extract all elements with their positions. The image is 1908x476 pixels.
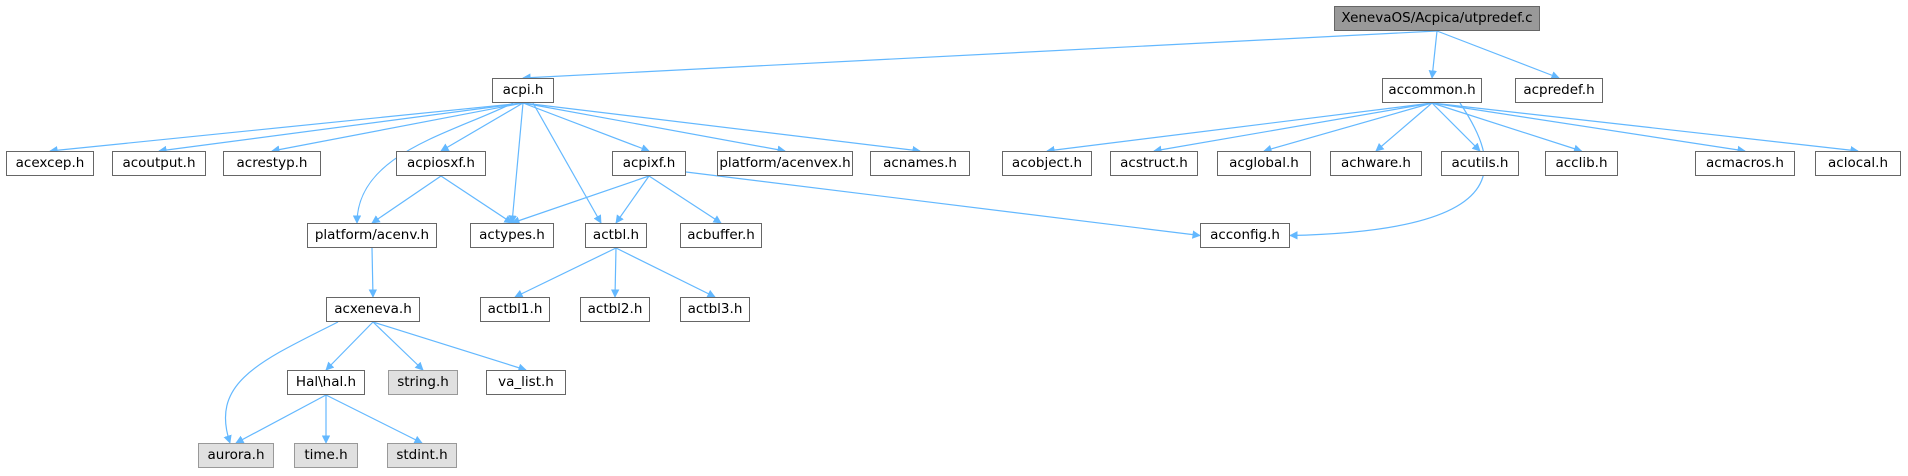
edge-acpi-to-acenv bbox=[352, 102, 514, 224]
edge-acpi-to-acpiosxf bbox=[440, 102, 524, 152]
edge-utpredef-to-acpi bbox=[522, 30, 1438, 82]
node-acclib[interactable]: acclib.h bbox=[1545, 151, 1618, 176]
node-actbl3[interactable]: actbl3.h bbox=[680, 297, 750, 322]
edge-acpi-to-actbl bbox=[532, 102, 602, 224]
edge-accommon-to-acstruct bbox=[1153, 102, 1433, 154]
edge-acpi-to-acnames bbox=[522, 102, 921, 155]
edge-actbl-to-actbl3 bbox=[615, 247, 716, 298]
node-acglobal[interactable]: acglobal.h bbox=[1217, 151, 1311, 176]
node-accommon[interactable]: accommon.h bbox=[1382, 78, 1482, 103]
edge-accommon-to-acclib bbox=[1431, 102, 1583, 153]
edge-acpi-to-acexcep bbox=[49, 102, 524, 155]
node-utpredef[interactable]: XenevaOS/Acpica/utpredef.c bbox=[1334, 6, 1540, 31]
edge-acpi-to-acenvex bbox=[522, 102, 786, 154]
edge-acpiosxf-to-actypes bbox=[440, 175, 513, 224]
edge-accommon-to-acglobal bbox=[1263, 102, 1433, 153]
edge-acpixf-to-actypes bbox=[511, 175, 650, 225]
node-hal-h[interactable]: Hal\hal.h bbox=[287, 370, 365, 395]
node-time-h[interactable]: time.h bbox=[294, 443, 358, 468]
edge-acpi-to-acoutput bbox=[158, 102, 524, 155]
edge-accommon-to-aclocal bbox=[1431, 102, 1859, 155]
edge-acxeneva-to-halh bbox=[325, 321, 374, 371]
edge-acpixf-to-acconfig bbox=[685, 171, 1201, 239]
node-va-list-h[interactable]: va_list.h bbox=[486, 370, 566, 395]
node-acoutput[interactable]: acoutput.h bbox=[112, 151, 206, 176]
node-acpredef[interactable]: acpredef.h bbox=[1515, 78, 1603, 103]
node-acrestyp[interactable]: acrestyp.h bbox=[223, 151, 321, 176]
edge-acxeneva-to-aurora bbox=[223, 321, 339, 444]
edge-accommon-to-acconfig bbox=[1289, 102, 1486, 240]
node-actypes[interactable]: actypes.h bbox=[470, 223, 554, 248]
edge-actbl-to-actbl2 bbox=[610, 247, 620, 298]
node-aclocal[interactable]: aclocal.h bbox=[1815, 151, 1901, 176]
edge-utpredef-to-accommon bbox=[1428, 30, 1438, 79]
edge-acpixf-to-acbuffer bbox=[648, 175, 722, 224]
edge-acpi-to-acpixf bbox=[522, 102, 650, 153]
node-achware[interactable]: achware.h bbox=[1330, 151, 1422, 176]
edge-acxeneva-to-valist bbox=[372, 321, 527, 372]
node-actbl1[interactable]: actbl1.h bbox=[480, 297, 550, 322]
edge-accommon-to-acobject bbox=[1046, 102, 1433, 155]
node-stdint-h[interactable]: stdint.h bbox=[387, 443, 457, 468]
node-acpixf[interactable]: acpixf.h bbox=[612, 151, 686, 176]
edge-acpi-to-acrestyp bbox=[271, 102, 524, 154]
edge-acenv-to-acxeneva bbox=[368, 247, 378, 298]
node-string-h[interactable]: string.h bbox=[388, 370, 458, 395]
node-acbuffer[interactable]: acbuffer.h bbox=[680, 223, 762, 248]
edge-utpredef-to-acpredef bbox=[1436, 30, 1560, 80]
edge-accommon-to-acmacros bbox=[1431, 102, 1746, 155]
node-acobject[interactable]: acobject.h bbox=[1002, 151, 1092, 176]
node-actbl[interactable]: actbl.h bbox=[585, 223, 647, 248]
edge-accommon-to-achware bbox=[1375, 102, 1433, 152]
node-acconfig[interactable]: acconfig.h bbox=[1200, 223, 1290, 248]
node-acpi[interactable]: acpi.h bbox=[492, 78, 554, 103]
node-acstruct[interactable]: acstruct.h bbox=[1110, 151, 1198, 176]
node-acxeneva[interactable]: acxeneva.h bbox=[326, 297, 420, 322]
edge-accommon-to-acutils bbox=[1431, 102, 1481, 152]
edge-acpi-to-actypes bbox=[508, 102, 524, 224]
node-acmacros[interactable]: acmacros.h bbox=[1695, 151, 1795, 176]
node-acenv[interactable]: platform/acenv.h bbox=[307, 223, 437, 248]
node-aurora-h[interactable]: aurora.h bbox=[198, 443, 274, 468]
edge-actbl-to-actbl1 bbox=[514, 247, 617, 298]
edge-halh-to-aurora bbox=[235, 394, 327, 444]
node-acutils[interactable]: acutils.h bbox=[1441, 151, 1519, 176]
node-acenvex[interactable]: platform/acenvex.h bbox=[717, 151, 853, 176]
edge-acxeneva-to-stringh bbox=[372, 321, 424, 371]
node-actbl2[interactable]: actbl2.h bbox=[580, 297, 650, 322]
edge-acpiosxf-to-acenv bbox=[371, 175, 442, 224]
node-acnames[interactable]: acnames.h bbox=[870, 151, 970, 176]
node-acexcep[interactable]: acexcep.h bbox=[6, 151, 94, 176]
node-acpiosxf[interactable]: acpiosxf.h bbox=[396, 151, 486, 176]
edge-acpixf-to-actbl bbox=[615, 175, 650, 224]
edge-halh-to-stdint bbox=[325, 394, 423, 444]
